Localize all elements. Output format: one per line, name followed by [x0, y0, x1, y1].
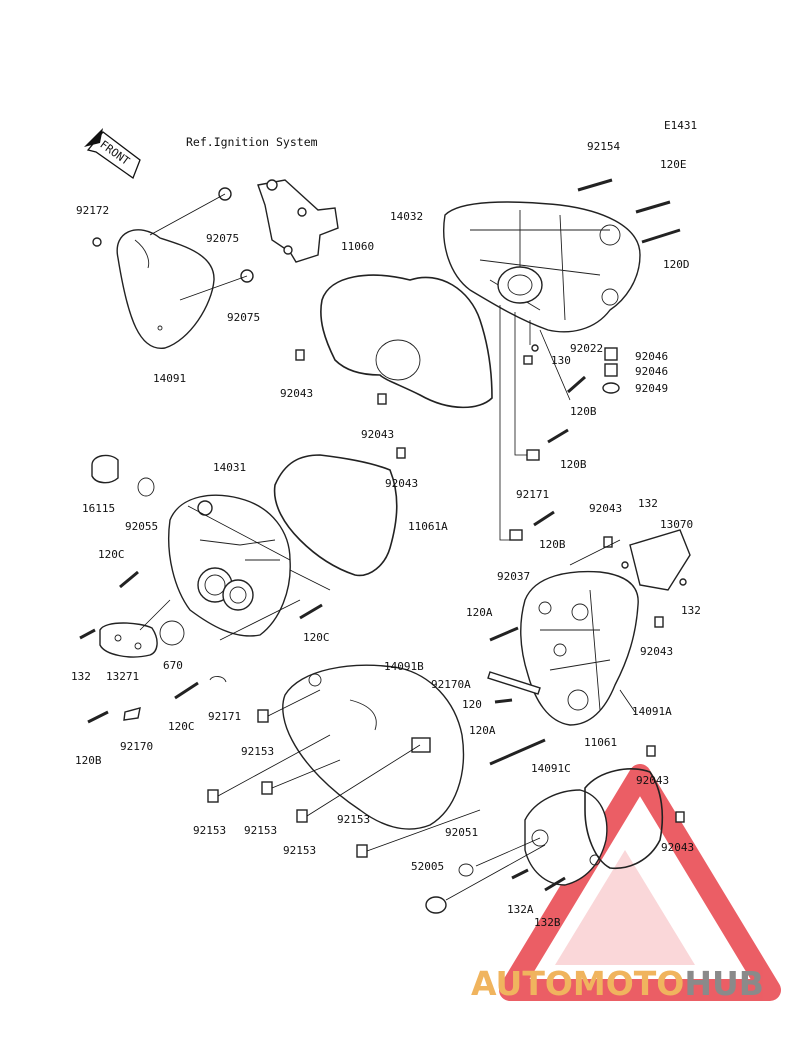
- label-52005: 52005: [411, 860, 444, 873]
- label-670: 670: [163, 659, 183, 672]
- front-arrow-icon: FRONT: [84, 128, 141, 180]
- label-92043: 92043: [361, 428, 394, 441]
- oil-cap-16115-icon: [91, 454, 155, 497]
- label-92075: 92075: [206, 232, 239, 245]
- label-13271: 13271: [106, 670, 139, 683]
- label-92172: 92172: [76, 204, 109, 217]
- watermark-logo-icon: [499, 764, 781, 1001]
- label-120B: 120B: [570, 405, 597, 418]
- gasket-11060: [295, 274, 493, 409]
- label-92153: 92153: [244, 824, 277, 837]
- label-92171: 92171: [516, 488, 549, 501]
- label-130: 130: [551, 354, 571, 367]
- bolts-left: [79, 570, 323, 724]
- label-92153: 92153: [337, 813, 370, 826]
- label-92171: 92171: [208, 710, 241, 723]
- label-132: 132: [71, 670, 91, 683]
- cover-14031: [168, 494, 291, 637]
- cover-14091A: [520, 570, 639, 726]
- cover-14032: [443, 201, 641, 333]
- bolts-top-right: [577, 178, 681, 244]
- label-92153: 92153: [241, 745, 274, 758]
- label-120: 120: [462, 698, 482, 711]
- label-92043: 92043: [589, 502, 622, 515]
- label-92153: 92153: [283, 844, 316, 857]
- label-92043: 92043: [661, 841, 694, 854]
- o-ring-92051-icon: [458, 863, 474, 877]
- bolt-92172-icon: [92, 237, 102, 247]
- bolts-right-middle: [487, 626, 546, 766]
- label-120C: 120C: [98, 548, 125, 561]
- cover-14091C: [524, 789, 608, 886]
- part-labels: E1431 Ref.Ignition System 92154 120E 140…: [71, 119, 701, 929]
- diagram-code: E1431: [664, 119, 697, 132]
- label-132B: 132B: [534, 916, 561, 929]
- label-92049: 92049: [635, 382, 668, 395]
- cover-14091B: [282, 664, 465, 830]
- label-120C: 120C: [303, 631, 330, 644]
- label-92022: 92022: [570, 342, 603, 355]
- label-120B: 120B: [539, 538, 566, 551]
- label-16115: 16115: [82, 502, 115, 515]
- label-11061A: 11061A: [408, 520, 448, 533]
- label-120E: 120E: [660, 158, 687, 171]
- label-13070: 13070: [660, 518, 693, 531]
- label-92043: 92043: [385, 477, 418, 490]
- bracket-13070: [603, 529, 691, 628]
- ref-note: Ref.Ignition System: [186, 135, 318, 149]
- label-92153: 92153: [193, 824, 226, 837]
- label-132: 132: [638, 497, 658, 510]
- label-132A: 132A: [507, 903, 534, 916]
- label-120D: 120D: [663, 258, 690, 271]
- label-92170A: 92170A: [431, 678, 471, 691]
- label-120A: 120A: [469, 724, 496, 737]
- label-14091: 14091: [153, 372, 186, 385]
- label-92043: 92043: [636, 774, 669, 787]
- label-92154: 92154: [587, 140, 620, 153]
- label-92037: 92037: [497, 570, 530, 583]
- o-ring-670-icon: [159, 620, 185, 646]
- seals-bottom: [425, 863, 566, 914]
- label-120B: 120B: [75, 754, 102, 767]
- label-14091C: 14091C: [531, 762, 571, 775]
- label-14031: 14031: [213, 461, 246, 474]
- label-92170: 92170: [120, 740, 153, 753]
- label-11060: 11060: [341, 240, 374, 253]
- label-11061: 11061: [584, 736, 617, 749]
- label-120B: 120B: [560, 458, 587, 471]
- label-132: 132: [681, 604, 701, 617]
- plate-13271: [99, 620, 185, 658]
- seal-52005-icon: [425, 896, 447, 914]
- label-92043: 92043: [640, 645, 673, 658]
- label-120A: 120A: [466, 606, 493, 619]
- gasket-11061: [584, 745, 685, 870]
- label-92055: 92055: [125, 520, 158, 533]
- label-92075: 92075: [227, 311, 260, 324]
- label-14032: 14032: [390, 210, 423, 223]
- label-120C: 120C: [168, 720, 195, 733]
- label-92046: 92046: [635, 350, 668, 363]
- label-92043: 92043: [280, 387, 313, 400]
- label-92051: 92051: [445, 826, 478, 839]
- label-92046: 92046: [635, 365, 668, 378]
- ignition-bracket: [218, 179, 339, 283]
- label-14091A: 14091A: [632, 705, 672, 718]
- gasket-11061A: [273, 447, 406, 577]
- label-14091B: 14091B: [384, 660, 424, 673]
- cover-14091: [92, 229, 215, 349]
- watermark-text: AUTOMOTOHUB: [471, 964, 764, 1003]
